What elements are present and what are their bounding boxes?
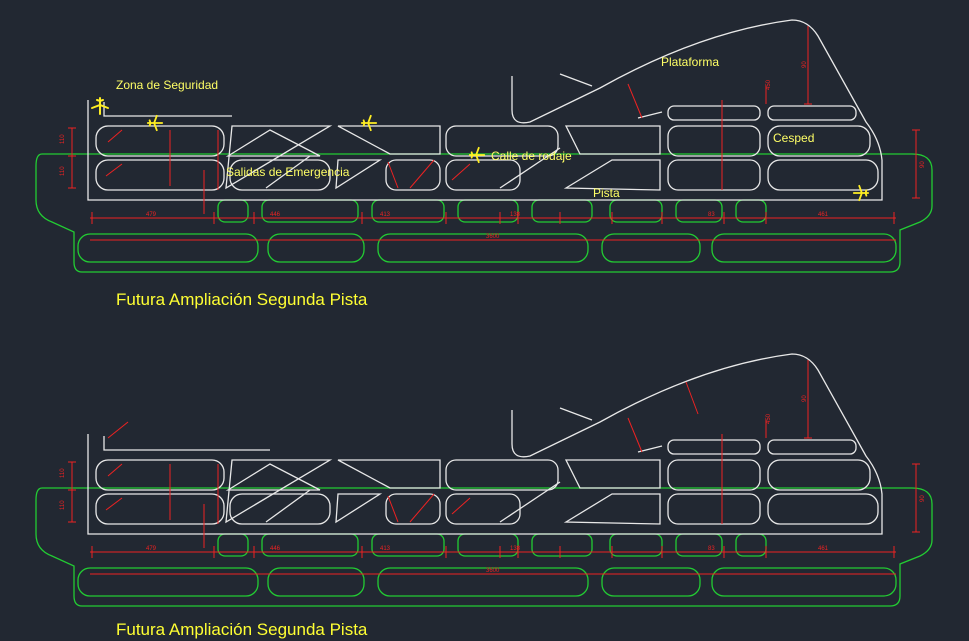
label-calle-rodaje: Calle de rodaje <box>491 149 572 163</box>
dim-138: 138 <box>510 546 521 552</box>
dim-446: 446 <box>270 546 281 552</box>
airplane-icon <box>146 114 164 132</box>
airplane-icon <box>360 114 378 132</box>
dim-479: 479 <box>146 546 157 552</box>
taxiway-outline <box>87 19 883 201</box>
dim-138: 138 <box>510 212 521 218</box>
dim-total: 3600 <box>486 568 500 574</box>
drawing-bottom: 479 446 413 138 83 461 3600 110 110 90 4… <box>35 353 933 607</box>
airplane-icon <box>852 184 870 202</box>
dim-413: 413 <box>380 546 391 552</box>
label-pista: Pista <box>593 186 620 200</box>
label-salidas-emergencia: Salidas de Emergencia <box>226 165 350 179</box>
green-contour <box>35 487 933 607</box>
title-bottom: Futura Ampliación Segunda Pista <box>116 620 368 639</box>
dimension-texts: 479 446 413 138 83 461 3600 110 110 90 4… <box>60 61 926 240</box>
label-cesped: Cesped <box>773 131 815 145</box>
dim-plat-1: 450 <box>766 413 772 424</box>
drawing-top: 479 446 413 138 83 461 3600 110 110 90 4… <box>35 19 933 273</box>
dimension-texts: 479 446 413 138 83 461 3600 110 110 90 4… <box>60 395 926 574</box>
dim-461: 461 <box>818 546 829 552</box>
label-zona-seguridad: Zona de Seguridad <box>116 78 219 92</box>
dim-83: 83 <box>708 212 715 218</box>
dim-plat-2: 90 <box>802 395 808 402</box>
title-top: Futura Ampliación Segunda Pista <box>116 290 368 309</box>
dim-plat-1: 450 <box>766 79 772 90</box>
label-plataforma: Plataforma <box>661 55 720 69</box>
dim-446: 446 <box>270 212 281 218</box>
dim-83: 83 <box>708 546 715 552</box>
dimension-lines <box>68 360 920 575</box>
dim-side-2: 110 <box>60 166 66 176</box>
dim-total: 3600 <box>486 234 500 240</box>
dim-right: 90 <box>920 161 926 168</box>
taxiway-outline <box>87 353 883 535</box>
dimension-lines <box>68 26 920 241</box>
airplane-icon <box>91 97 109 115</box>
dim-right: 90 <box>920 495 926 502</box>
dim-side-1: 110 <box>60 134 66 144</box>
dim-side-1: 110 <box>60 468 66 478</box>
dim-plat-2: 90 <box>802 61 808 68</box>
dim-461: 461 <box>818 212 829 218</box>
dim-side-2: 110 <box>60 500 66 510</box>
dim-413: 413 <box>380 212 391 218</box>
dim-479: 479 <box>146 212 157 218</box>
